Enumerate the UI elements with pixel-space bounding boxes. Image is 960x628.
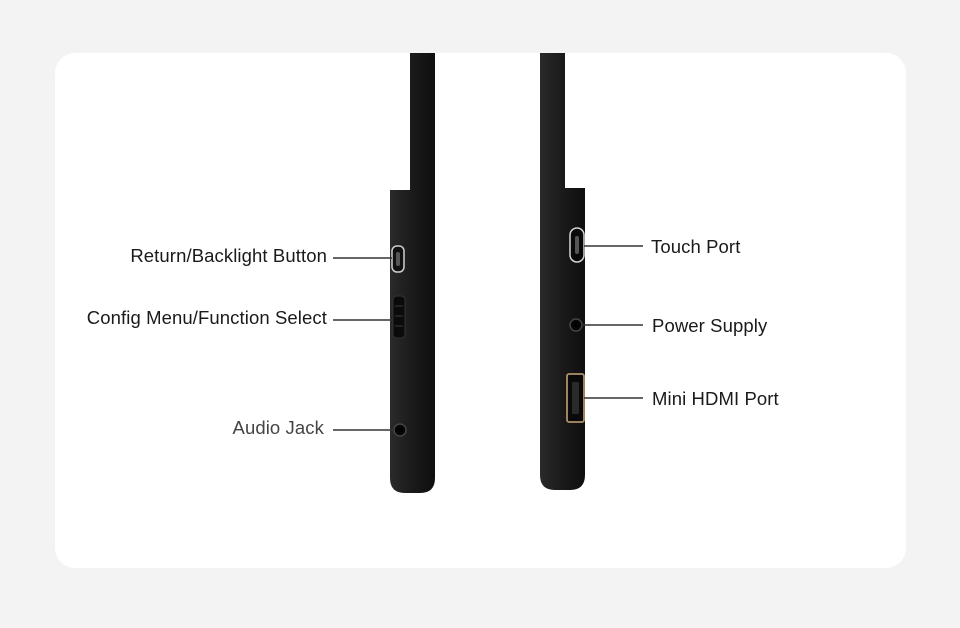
content-card: [55, 53, 906, 568]
config-wheel-shape: [392, 295, 406, 339]
label-config-menu-function-select: Config Menu/Function Select: [86, 307, 327, 328]
right-leader-lines: [582, 245, 643, 399]
label-audio-jack: Audio Jack: [232, 417, 324, 438]
left-leader-lines: [333, 257, 394, 431]
label-touch-port: Touch Port: [651, 236, 741, 257]
label-power-supply: Power Supply: [652, 315, 768, 336]
label-return-backlight-button: Return/Backlight Button: [130, 245, 327, 266]
left-device-side: [390, 53, 435, 493]
label-mini-hdmi-port: Mini HDMI Port: [652, 388, 779, 409]
right-device-side: [540, 53, 585, 490]
